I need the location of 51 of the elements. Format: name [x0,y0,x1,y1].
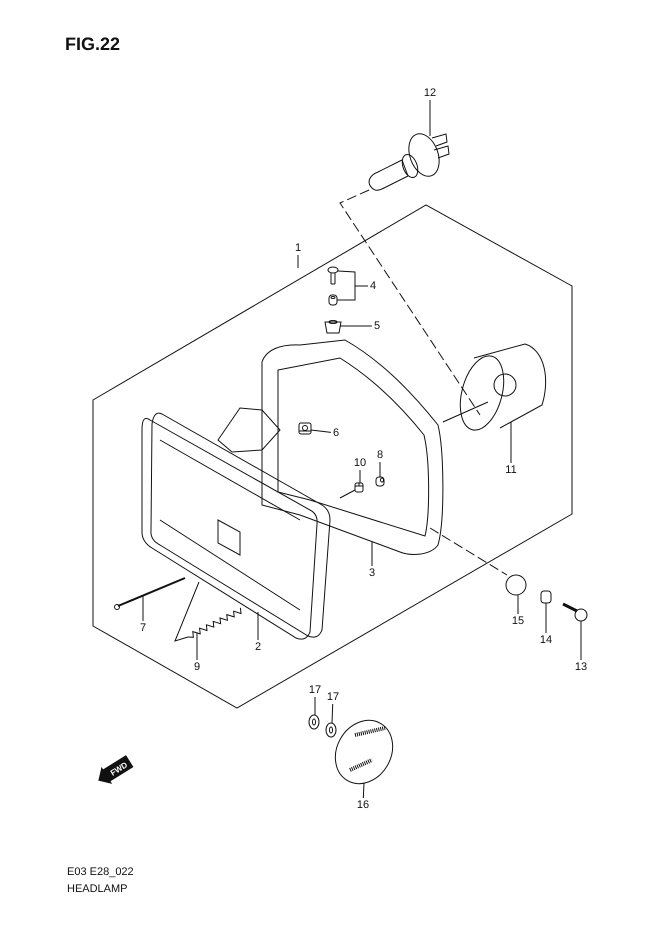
headlamp-housing-drawing [262,340,444,555]
figure-caption: HEADLAMP [67,883,128,895]
socket-cover-drawing [460,344,546,431]
leader-line [142,596,144,622]
callout-number: 2 [254,641,262,653]
leader-line [196,632,198,660]
grommet-drawing [324,320,342,334]
spacer-drawing [540,590,552,604]
callout-number: 17 [308,684,322,696]
leader-line [314,696,316,716]
leader-line [332,704,334,724]
callout-number: 7 [138,622,148,634]
leader-line [340,490,356,498]
callout-number: 5 [372,320,382,332]
leader-line [336,286,368,300]
callout-number: 6 [332,427,340,439]
cushion-drawing [506,574,526,596]
callout-number: 8 [376,449,384,461]
callout-number: 4 [368,280,378,292]
screw-drawing [328,266,338,284]
callout-number: 12 [422,87,438,99]
callout-number: 3 [368,567,376,579]
direction-label: FWD [108,760,130,778]
washer-drawing [326,722,336,738]
leader-line [510,422,512,464]
callout-number: 15 [510,615,526,627]
callout-number: 10 [352,457,368,469]
leader-line [580,620,582,660]
callout-number: 9 [192,661,202,673]
leader-line [310,430,332,433]
leader-line [339,190,480,416]
leader-line [362,782,364,798]
callout-number: 13 [574,661,588,673]
callout-number: 11 [504,464,518,476]
spring-drawing [188,607,242,638]
collar-drawing [328,294,338,306]
headlamp-lens-drawing [142,407,330,640]
washer-drawing [308,714,320,730]
figure-title: FIG.22 [65,34,120,55]
callout-number: 17 [326,691,340,703]
long-screw-drawing [114,577,186,610]
callout-number: 16 [356,799,370,811]
drawing-code: E03 E28_022 [67,866,134,878]
leader-line [430,528,508,576]
leader-line [174,582,200,642]
leader-line [442,402,488,422]
callout-number: 1 [294,242,302,254]
bulb-drawing [368,133,450,191]
reflector-drawing [334,720,394,784]
callout-number: 14 [538,634,554,646]
bolt-drawing [562,602,588,622]
